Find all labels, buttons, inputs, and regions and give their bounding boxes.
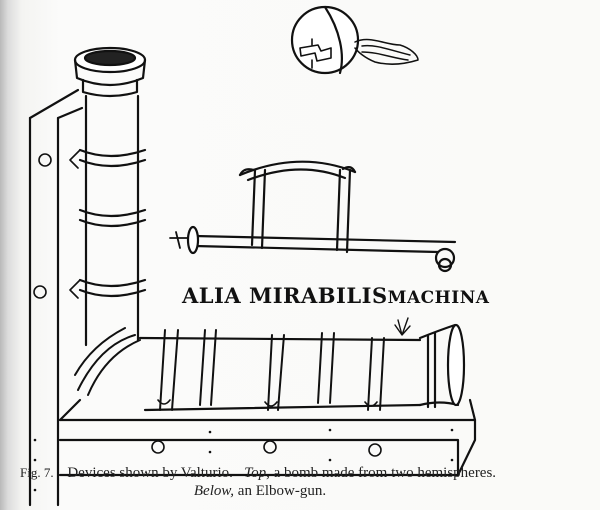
caption-line-1: Fig. 7. Devices shown by Valturio. Top, … — [20, 464, 580, 482]
figure-number: Fig. 7. — [20, 465, 54, 480]
vertical-barrel — [69, 46, 147, 347]
illustration-title-main: ALIA MIRABILIS — [182, 283, 388, 308]
caption-top-label: Top, — [244, 465, 270, 481]
middle-device — [169, 160, 457, 273]
caption-top-text: a bomb made from two hemispheres. — [273, 465, 497, 481]
caption-intro: Devices shown by Valturio. — [67, 465, 233, 481]
illustration-title: ALIA MIRABILISMACHINA — [182, 283, 489, 308]
figure-caption: Fig. 7. Devices shown by Valturio. Top, … — [20, 464, 580, 500]
caption-below-text: an Elbow-gun. — [237, 483, 327, 499]
horizontal-barrel — [74, 317, 466, 412]
frame — [28, 88, 477, 507]
caption-below-label: Below, — [193, 483, 235, 499]
fuse-flame — [354, 38, 419, 65]
illustration-title-tail: MACHINA — [387, 288, 490, 308]
caption-line-2: Below, an Elbow-gun. — [110, 482, 410, 500]
bomb-illustration — [290, 5, 419, 75]
